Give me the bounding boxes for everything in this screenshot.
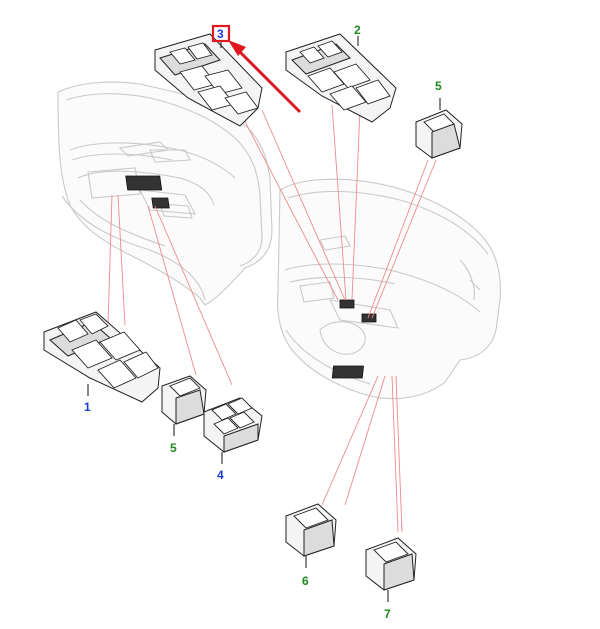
part-6-single-switch — [285, 503, 337, 568]
callout-labels: 1 2 3 4 5 5 6 7 — [84, 23, 442, 621]
front-door-panel — [57, 81, 273, 306]
callout-6: 6 — [302, 574, 309, 588]
callout-7: 7 — [384, 607, 391, 621]
part-5-single-switch-left — [161, 375, 207, 436]
callout-1: 1 — [84, 400, 91, 414]
callout-5-top: 5 — [435, 79, 442, 93]
callout-3: 3 — [217, 27, 224, 41]
red-pointer-arrow — [228, 40, 302, 114]
part-3-highlight-box — [211, 24, 231, 43]
part-4-double-switch — [203, 397, 263, 464]
part-5-single-switch-top — [415, 98, 463, 159]
rear-door-panel — [277, 178, 501, 400]
leader-lines — [107, 104, 437, 533]
part-7-single-switch — [365, 537, 417, 602]
part-1-master-window-switch — [43, 311, 161, 403]
part-3-master-window-switch — [154, 33, 263, 127]
callout-4: 4 — [217, 468, 224, 482]
callout-5-left: 5 — [170, 441, 177, 455]
callout-2: 2 — [354, 23, 361, 37]
part-2-master-window-switch — [285, 33, 397, 123]
